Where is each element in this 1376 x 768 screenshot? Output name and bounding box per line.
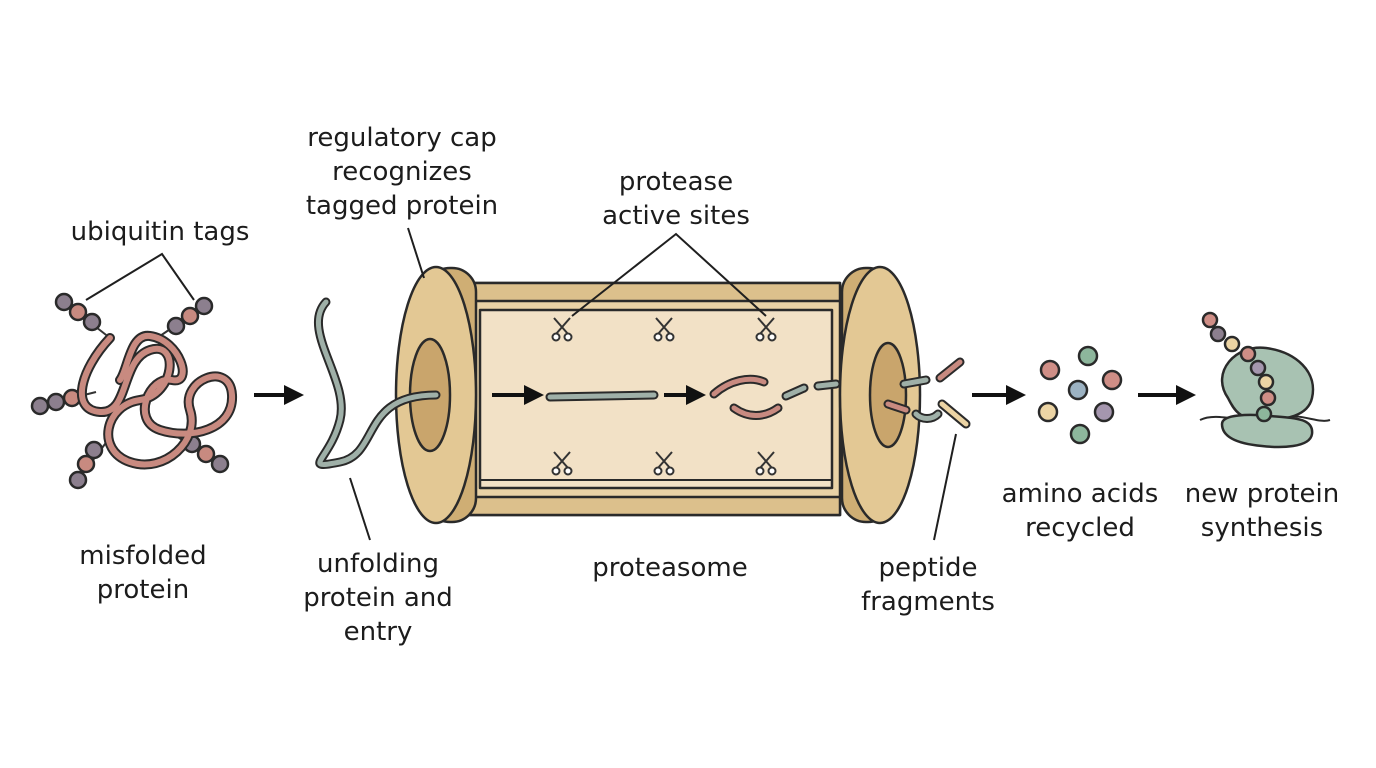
label-ubiquitin-tags: ubiquitin tags: [71, 217, 250, 247]
proteasome: [394, 265, 922, 525]
label-synthesis-2: synthesis: [1201, 513, 1323, 543]
label-cap-2: recognizes: [332, 157, 472, 187]
label-protease-1: protease: [619, 167, 733, 197]
label-protease-2: active sites: [602, 201, 750, 231]
label-peptide-2: fragments: [861, 587, 995, 617]
barrel-bottom-band: [460, 495, 842, 517]
label-proteasome: proteasome: [592, 553, 747, 583]
label-unfolding-3: entry: [344, 617, 413, 647]
amino-acids: [1037, 345, 1123, 445]
label-peptide-1: peptide: [879, 553, 978, 583]
left-regulatory-cap: [394, 265, 478, 525]
label-cap-1: regulatory cap: [307, 123, 496, 153]
label-unfolding-2: protein and: [303, 583, 453, 613]
label-unfolding-1: unfolding: [317, 549, 439, 579]
nascent-chain: [1201, 311, 1277, 423]
label-misfolded-2: protein: [97, 575, 189, 605]
leader-protease: [571, 232, 767, 317]
leader-peptide: [933, 433, 957, 541]
label-amino-2: recycled: [1025, 513, 1135, 543]
ubiquitin-chains: [30, 292, 230, 490]
leader-unfolding: [349, 477, 371, 541]
tangled-strand: [77, 331, 237, 470]
label-cap-3: tagged protein: [306, 191, 498, 221]
leader-ubiquitin-tags: [85, 252, 195, 301]
leader-cap: [407, 227, 425, 279]
label-misfolded-1: misfolded: [79, 541, 206, 571]
label-synthesis-1: new protein: [1185, 479, 1339, 509]
barrel-top-band: [460, 281, 842, 303]
peptide-fragments: [883, 357, 971, 429]
label-amino-1: amino acids: [1002, 479, 1159, 509]
misfolded-protein: [30, 292, 237, 490]
chain-inside: [492, 374, 841, 420]
unfolding-protein: [313, 297, 441, 469]
ribosome: [1199, 311, 1331, 449]
right-regulatory-cap: [838, 265, 922, 525]
